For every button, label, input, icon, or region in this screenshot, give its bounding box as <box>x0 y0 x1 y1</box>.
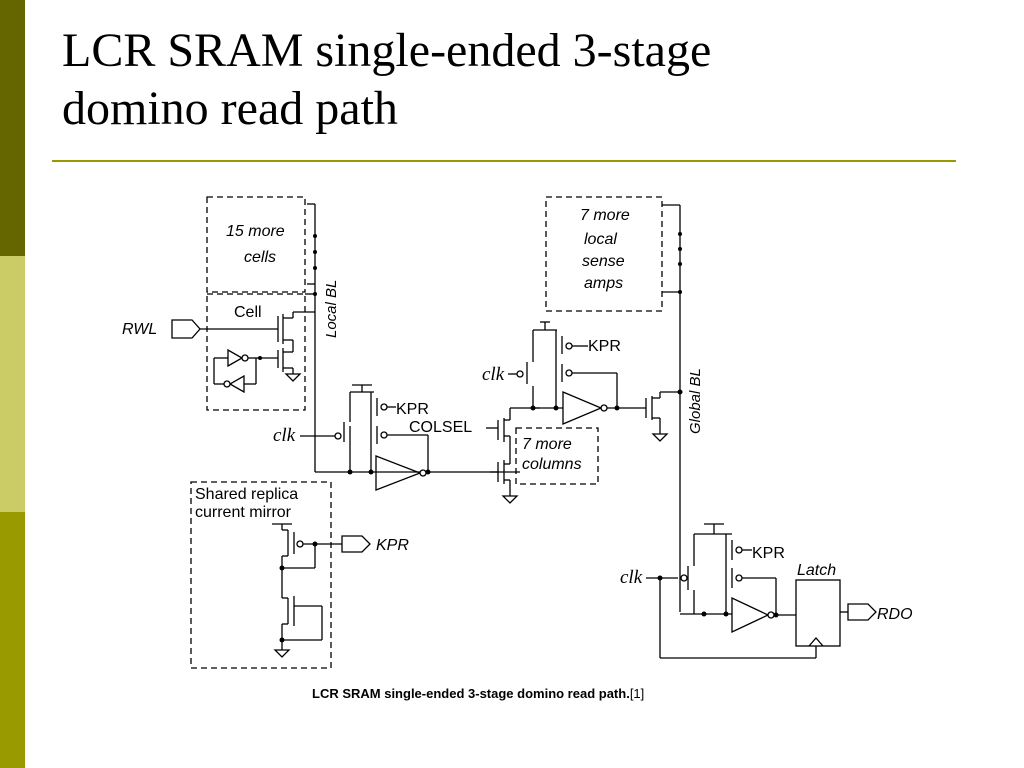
label-kpr-stage3: KPR <box>752 545 785 562</box>
stage2-keeper-precharge <box>508 321 680 442</box>
label-kpr-replica: KPR <box>376 537 409 554</box>
dashed-boxes <box>190 196 663 669</box>
label-clk-stage2: clk <box>482 364 505 385</box>
label-kpr-stage1: KPR <box>396 401 429 418</box>
local-bitline-section <box>171 203 317 472</box>
label-rdo: RDO <box>877 606 913 623</box>
more-amps-box <box>545 196 663 312</box>
global-bitline <box>662 204 683 612</box>
label-kpr-stage2: KPR <box>588 338 621 355</box>
label-rwl: RWL <box>122 321 157 338</box>
cell-box <box>206 293 306 411</box>
title-divider <box>52 160 956 162</box>
label-more-columns-2: columns <box>522 456 582 473</box>
label-latch: Latch <box>797 562 836 579</box>
label-more-amps-3: sense <box>582 253 625 270</box>
stage3-latch <box>646 523 877 659</box>
replica-box <box>190 481 332 669</box>
figure-caption: LCR SRAM single-ended 3-stage domino rea… <box>312 686 644 701</box>
replica-mirror <box>272 523 371 658</box>
label-more-cells-2: cells <box>244 249 276 266</box>
caption-text: LCR SRAM single-ended 3-stage domino rea… <box>312 686 630 701</box>
label-colsel: COLSEL <box>409 419 472 436</box>
label-global-bl: Global BL <box>687 368 704 434</box>
diagram-labels: 15 more cells Cell RWL Local BL KPR clk … <box>122 207 913 623</box>
label-more-cells-1: 15 more <box>226 223 285 240</box>
more-columns-box <box>515 427 599 485</box>
label-more-amps-2: local <box>584 231 617 248</box>
title-line-2: domino read path <box>62 82 398 135</box>
label-shared-replica-1: Shared replica <box>195 486 298 503</box>
caption-reference: [1] <box>629 686 645 701</box>
accent-bar-bottom <box>0 512 25 768</box>
more-cells-box <box>206 196 306 293</box>
label-clk-stage1: clk <box>273 425 296 446</box>
stage1-keeper-precharge <box>300 384 520 491</box>
accent-bar-middle <box>0 256 25 512</box>
title-line-1: LCR SRAM single-ended 3-stage <box>62 24 712 77</box>
label-local-bl: Local BL <box>323 280 340 338</box>
slide-title: LCR SRAM single-ended 3-stage domino rea… <box>62 22 962 138</box>
label-more-columns-1: 7 more <box>522 436 572 453</box>
latch-block <box>795 579 841 647</box>
label-more-amps-4: amps <box>584 275 623 292</box>
label-clk-stage3: clk <box>620 567 643 588</box>
accent-bar-top <box>0 0 25 256</box>
label-shared-replica-2: current mirror <box>195 504 292 521</box>
label-cell: Cell <box>234 304 262 321</box>
label-more-amps-1: 7 more <box>580 207 630 224</box>
